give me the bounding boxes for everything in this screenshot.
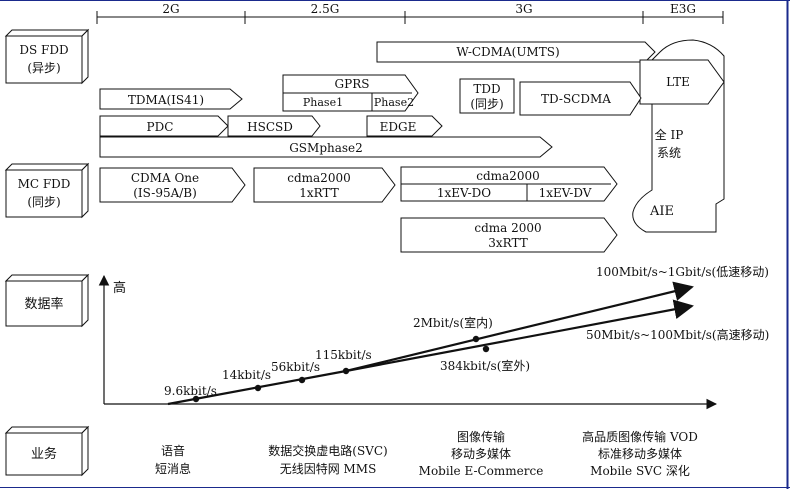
rate-series-label: 100Mbit/s~1Gbit/s(低速移动) bbox=[596, 265, 769, 279]
tdma-label: TDMA(IS41) bbox=[128, 93, 204, 107]
cdma2000-3x-arrow bbox=[400, 217, 618, 253]
rate-point-label: 9.6kbit/s bbox=[164, 384, 217, 398]
ds-fdd-label: DS FDD bbox=[19, 43, 68, 57]
gprs-phase2: Phase2 bbox=[374, 96, 414, 109]
aie-label: AIE bbox=[649, 204, 674, 219]
label-box-data-rate: 数据率 bbox=[4, 273, 90, 328]
rate-point-label: 2Mbit/s(室内) bbox=[413, 315, 493, 330]
tdma-arrow bbox=[99, 88, 243, 110]
label-box-mc-fdd: MC FDD (同步) bbox=[4, 162, 90, 219]
label-box-ds-fdd: DS FDD (异步) bbox=[4, 28, 90, 85]
rate-line-low-mobility bbox=[345, 281, 694, 373]
all-ip-line2: 系统 bbox=[657, 146, 681, 160]
wcdma-label: W-CDMA(UMTS) bbox=[456, 45, 559, 59]
mc-fdd-sub: (同步) bbox=[27, 195, 60, 209]
service-item: 图像传输 bbox=[457, 429, 505, 444]
wcdma-arrow bbox=[376, 41, 656, 63]
pdc-arrow bbox=[99, 115, 229, 137]
rate-point bbox=[342, 367, 350, 375]
cdmaone-label: CDMA One bbox=[131, 171, 199, 185]
service-item: 短消息 bbox=[155, 461, 191, 476]
rate-point bbox=[472, 335, 480, 343]
hscsd-arrow bbox=[227, 115, 321, 137]
cdma2000-3x-label: cdma 2000 bbox=[474, 221, 541, 235]
rate-chart-y-label: 高 bbox=[113, 280, 126, 296]
services-row: 语音 短消息 数据交换虚电路(SVC) 无线因特网 MMS 图像传输 移动多媒体… bbox=[155, 429, 698, 478]
cdma2000-1x-arrow bbox=[253, 167, 396, 203]
tdd-label: TDD bbox=[473, 82, 500, 96]
edge-arrow bbox=[366, 115, 443, 137]
rate-line-high-mobility bbox=[345, 299, 694, 373]
cdma2000-ev-label: cdma2000 bbox=[476, 169, 539, 183]
ev-dv-label: 1xEV-DV bbox=[539, 186, 592, 200]
rate-point-label: 115kbit/s bbox=[315, 348, 372, 362]
tdd-sub: (同步) bbox=[470, 97, 503, 111]
services-label: 业务 bbox=[31, 446, 57, 462]
ev-do-label: 1xEV-DO bbox=[437, 186, 491, 200]
rate-point bbox=[482, 345, 490, 353]
rate-point bbox=[254, 384, 262, 392]
era-scale bbox=[96, 11, 724, 24]
rate-point-label: 384kbit/s(室外) bbox=[440, 358, 530, 373]
cdmaone-arrow bbox=[99, 167, 246, 203]
service-item: 移动多媒体 bbox=[451, 447, 511, 461]
service-item: Mobile E-Commerce bbox=[419, 464, 544, 478]
rate-chart: 高 9.6kbit/s 14kbit/s 56kbit/s 115kbit/s … bbox=[98, 265, 769, 410]
gsm-arrow bbox=[99, 136, 553, 158]
pdc-label: PDC bbox=[147, 120, 174, 134]
service-item: 高品质图像传输 VOD bbox=[582, 429, 698, 444]
rate-point bbox=[298, 376, 306, 384]
tdscdma-arrow bbox=[519, 81, 642, 116]
era-3g: 3G bbox=[515, 2, 532, 16]
ds-fdd-sub: (异步) bbox=[27, 61, 60, 75]
label-box-services: 业务 bbox=[4, 425, 90, 477]
cdma2000-3x-sub: 3xRTT bbox=[488, 236, 527, 250]
all-ip-line1: 全 IP bbox=[655, 127, 684, 142]
edge-label: EDGE bbox=[380, 120, 417, 134]
cdma2000-1x-label: cdma2000 bbox=[287, 171, 350, 185]
data-rate-label: 数据率 bbox=[24, 296, 63, 312]
era-2-5g: 2.5G bbox=[311, 2, 340, 16]
lte-label: LTE bbox=[666, 75, 690, 89]
cdmaone-sub: (IS-95A/B) bbox=[133, 186, 197, 200]
gprs-label: GPRS bbox=[335, 77, 370, 91]
service-item: 无线因特网 MMS bbox=[280, 461, 377, 476]
era-e3g: E3G bbox=[670, 2, 696, 16]
tdscdma-label: TD-SCDMA bbox=[541, 92, 611, 106]
rate-point bbox=[192, 395, 200, 403]
tdd-box bbox=[459, 78, 515, 114]
hscsd-label: HSCSD bbox=[247, 120, 293, 134]
era-2g: 2G bbox=[162, 2, 179, 16]
cdma2000-1x-sub: 1xRTT bbox=[299, 186, 338, 200]
service-item: 语音 bbox=[161, 443, 185, 458]
mc-fdd-label: MC FDD bbox=[18, 177, 71, 191]
service-item: 数据交换虚电路(SVC) bbox=[268, 443, 387, 458]
rate-point-label: 14kbit/s bbox=[222, 368, 271, 382]
rate-series-label: 50Mbit/s~100Mbit/s(高速移动) bbox=[586, 327, 769, 342]
gsm-label: GSMphase2 bbox=[289, 141, 363, 155]
service-item: 标准移动多媒体 bbox=[598, 447, 682, 461]
gprs-phase1: Phase1 bbox=[303, 96, 343, 109]
service-item: Mobile SVC 深化 bbox=[590, 464, 690, 478]
rate-point-label: 56kbit/s bbox=[271, 360, 320, 374]
